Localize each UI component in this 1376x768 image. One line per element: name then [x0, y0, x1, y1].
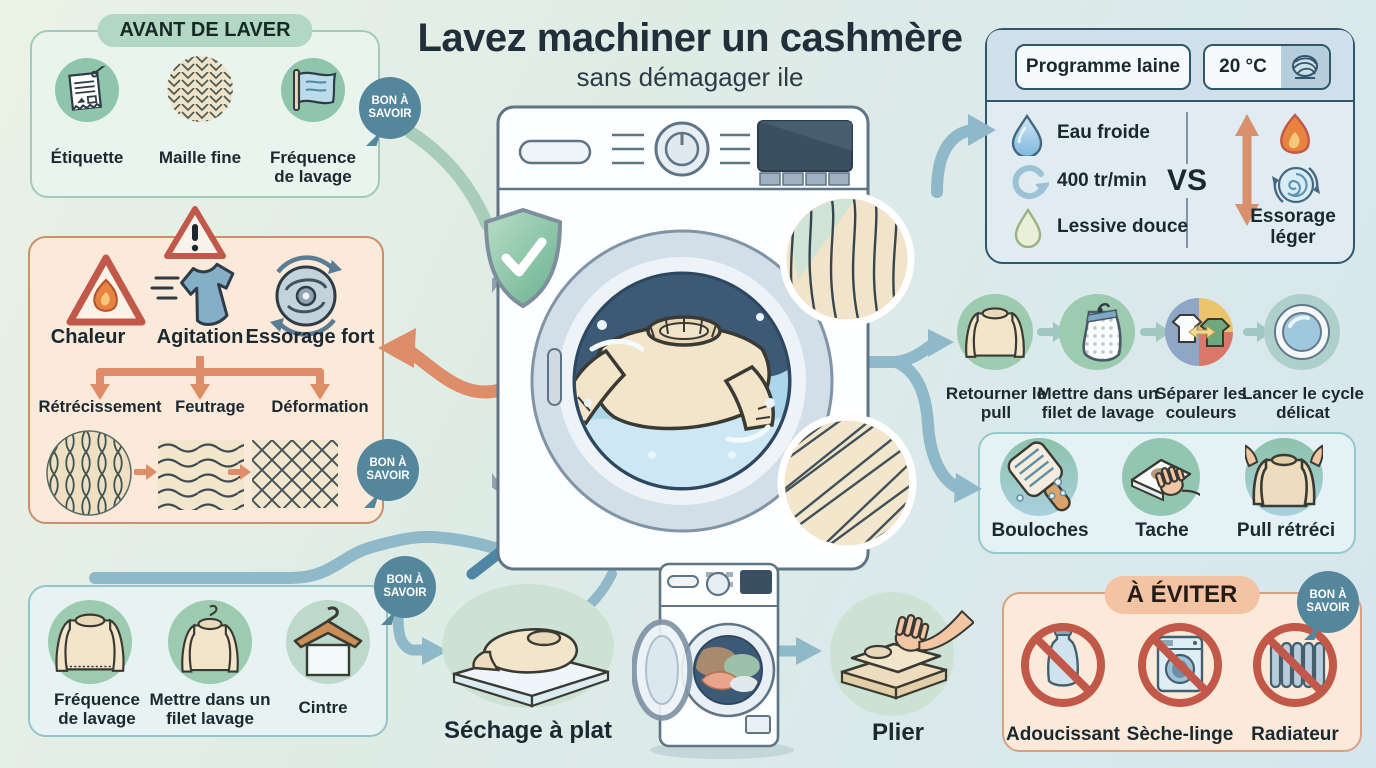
washing-machine-illustration [492, 105, 870, 571]
arrow-right-icon [134, 464, 157, 480]
updown-arrow-icon [1235, 114, 1259, 226]
healthy-fiber-detail [779, 191, 915, 327]
consequence-label: Feutrage [175, 398, 245, 416]
program-label: Programme laine [1025, 56, 1181, 77]
lint-brush-icon [1000, 438, 1078, 516]
branch-arrows [90, 356, 330, 400]
consequence-label: Rétrécissement [38, 398, 162, 416]
eviter-label: Adoucissant [1005, 724, 1121, 745]
woven-fiber-detail [777, 413, 917, 553]
intact-knit-texture [46, 430, 132, 516]
step-label: Séparer les couleurs [1155, 384, 1247, 423]
probleme-label: Pull rétréci [1236, 520, 1336, 541]
felted-fiber-texture [158, 440, 244, 510]
wash-flag-icon [281, 58, 345, 122]
mesh-bag-icon [1059, 294, 1135, 370]
bon-a-savoir-badge: BON À SAVOIR [374, 556, 436, 618]
sweater-icon [957, 294, 1033, 370]
shrunk-sweater-icon [1245, 438, 1323, 516]
eviter-label: Radiateur [1251, 724, 1339, 745]
page-title: Lavez machiner un cashmère [417, 16, 963, 60]
program-button[interactable]: Programme laine [1015, 44, 1191, 90]
page-subtitle: sans démagager ile [576, 62, 804, 92]
sweater-hanger-icon [168, 600, 252, 684]
cause-label: Essorage fort [245, 326, 375, 348]
probleme-label: Tache [1135, 520, 1189, 541]
preparation-item-label: Mettre dans un filet lavage [149, 690, 271, 729]
rotation-icon [1012, 165, 1049, 200]
avant-de-laver-header: AVANT DE LAVER [97, 14, 313, 47]
water-drop-icon [1011, 114, 1043, 156]
shield-check-icon [484, 208, 562, 308]
care-label-icon [55, 58, 119, 122]
deformed-braid-texture [252, 440, 338, 508]
no-dryer-icon [1138, 623, 1222, 707]
sechage-label: Séchage à plat [443, 717, 613, 744]
setting-label: 400 tr/min [1057, 170, 1147, 191]
cause-label: Agitation [156, 326, 244, 348]
heat-triangle-icon [66, 254, 146, 326]
a-eviter-header: À ÉVITER [1104, 576, 1260, 614]
no-softener-icon [1021, 623, 1105, 707]
wool-icon [1281, 46, 1329, 88]
bon-a-savoir-badge: BON À SAVOIR [1297, 571, 1359, 633]
arrow-right-icon [228, 464, 251, 480]
temperature-button[interactable]: 20 °C [1203, 44, 1331, 90]
consequence-label: Déformation [271, 398, 369, 416]
folding-illustration [830, 592, 974, 716]
step-label: Lancer le cycle délicat [1242, 384, 1364, 423]
no-radiator-icon [1253, 623, 1337, 707]
light-spin-icon [1272, 166, 1320, 204]
cause-label: Chaleur [50, 326, 126, 348]
step-label: Mettre dans un filet de lavage [1037, 384, 1159, 423]
preparation-item-label: Cintre [298, 698, 348, 717]
strong-spin-icon [270, 255, 342, 337]
hanger-towel-icon [286, 600, 370, 684]
bon-a-savoir-badge: BON À SAVOIR [357, 439, 419, 501]
avant-item-label: Étiquette [50, 148, 124, 167]
step-label: Retourner le pull [945, 384, 1047, 423]
avant-item-label: Maille fine [158, 148, 242, 167]
warning-triangle-icon [164, 206, 226, 259]
vs-label: VS [1159, 164, 1215, 198]
temperature-value: 20 °C [1205, 46, 1281, 88]
sweater-icon [48, 600, 132, 684]
plier-label: Plier [871, 719, 925, 746]
probleme-label: Bouloches [991, 520, 1089, 541]
open-machine-illustration [632, 562, 794, 759]
setting-label: Eau froide [1057, 122, 1150, 143]
delicate-drum-icon [1264, 294, 1340, 370]
machine-settings-panel: Programme laine 20 °C Eau froide 400 tr/… [985, 28, 1355, 264]
mild-detergent-icon [1014, 208, 1042, 248]
bon-a-savoir-badge: BON À SAVOIR [359, 77, 421, 139]
eviter-label: Sèche-linge [1126, 724, 1234, 745]
fine-knit-icon [167, 56, 233, 122]
flame-icon [1280, 113, 1310, 154]
setting-label: Lessive douce [1057, 216, 1188, 237]
setting-right-label: Essorage léger [1250, 206, 1336, 249]
preparation-item-label: Fréquence de lavage [54, 690, 140, 729]
stain-cloth-icon [1122, 438, 1200, 516]
avant-item-label: Fréquence de lavage [270, 148, 356, 187]
color-separation-icon [1161, 294, 1237, 370]
agitated-shirt-icon [150, 262, 235, 326]
flat-drying-illustration [442, 584, 614, 708]
